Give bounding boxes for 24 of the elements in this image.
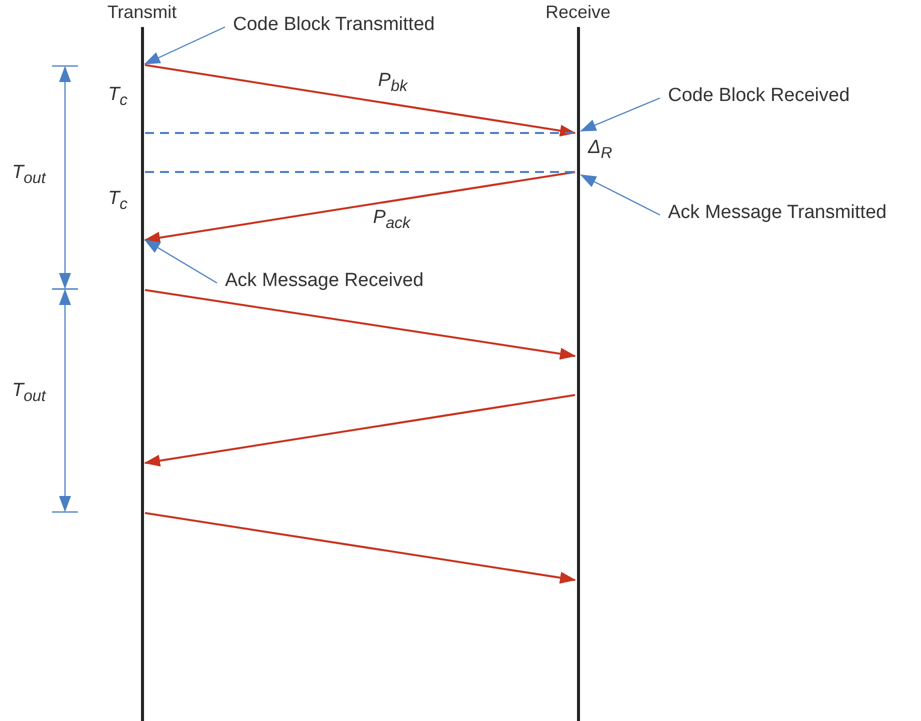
message-arrow (144, 171, 576, 244)
dashed-line (145, 132, 575, 134)
leader-line (144, 26, 226, 65)
callout-label: Ack Message Transmitted (668, 202, 887, 224)
time-label: Δ$_{R}$ (588, 137, 612, 163)
time-label: T$_{c}$ (108, 188, 128, 214)
leader-line (144, 239, 218, 284)
callout-label: Code Block Received (668, 85, 850, 107)
message-arrow (144, 64, 576, 137)
callout-label: Ack Message Received (225, 270, 424, 292)
time-label: T$_{out}$ (12, 162, 46, 188)
time-label: T$_{out}$ (12, 380, 46, 406)
message-arrow (144, 289, 576, 360)
dashed-line (145, 171, 575, 173)
leader-line (580, 174, 660, 216)
edge-label: P$_{bk}$ (378, 70, 408, 96)
message-arrow (144, 512, 576, 584)
callout-label: Code Block Transmitted (233, 14, 435, 36)
time-label: T$_{c}$ (108, 84, 128, 110)
leader-line (580, 97, 660, 132)
lifeline-title: Receive (544, 2, 612, 23)
lifeline-title: Transmit (106, 2, 178, 23)
message-arrow (144, 394, 576, 467)
edge-label: P$_{ack}$ (373, 207, 410, 233)
